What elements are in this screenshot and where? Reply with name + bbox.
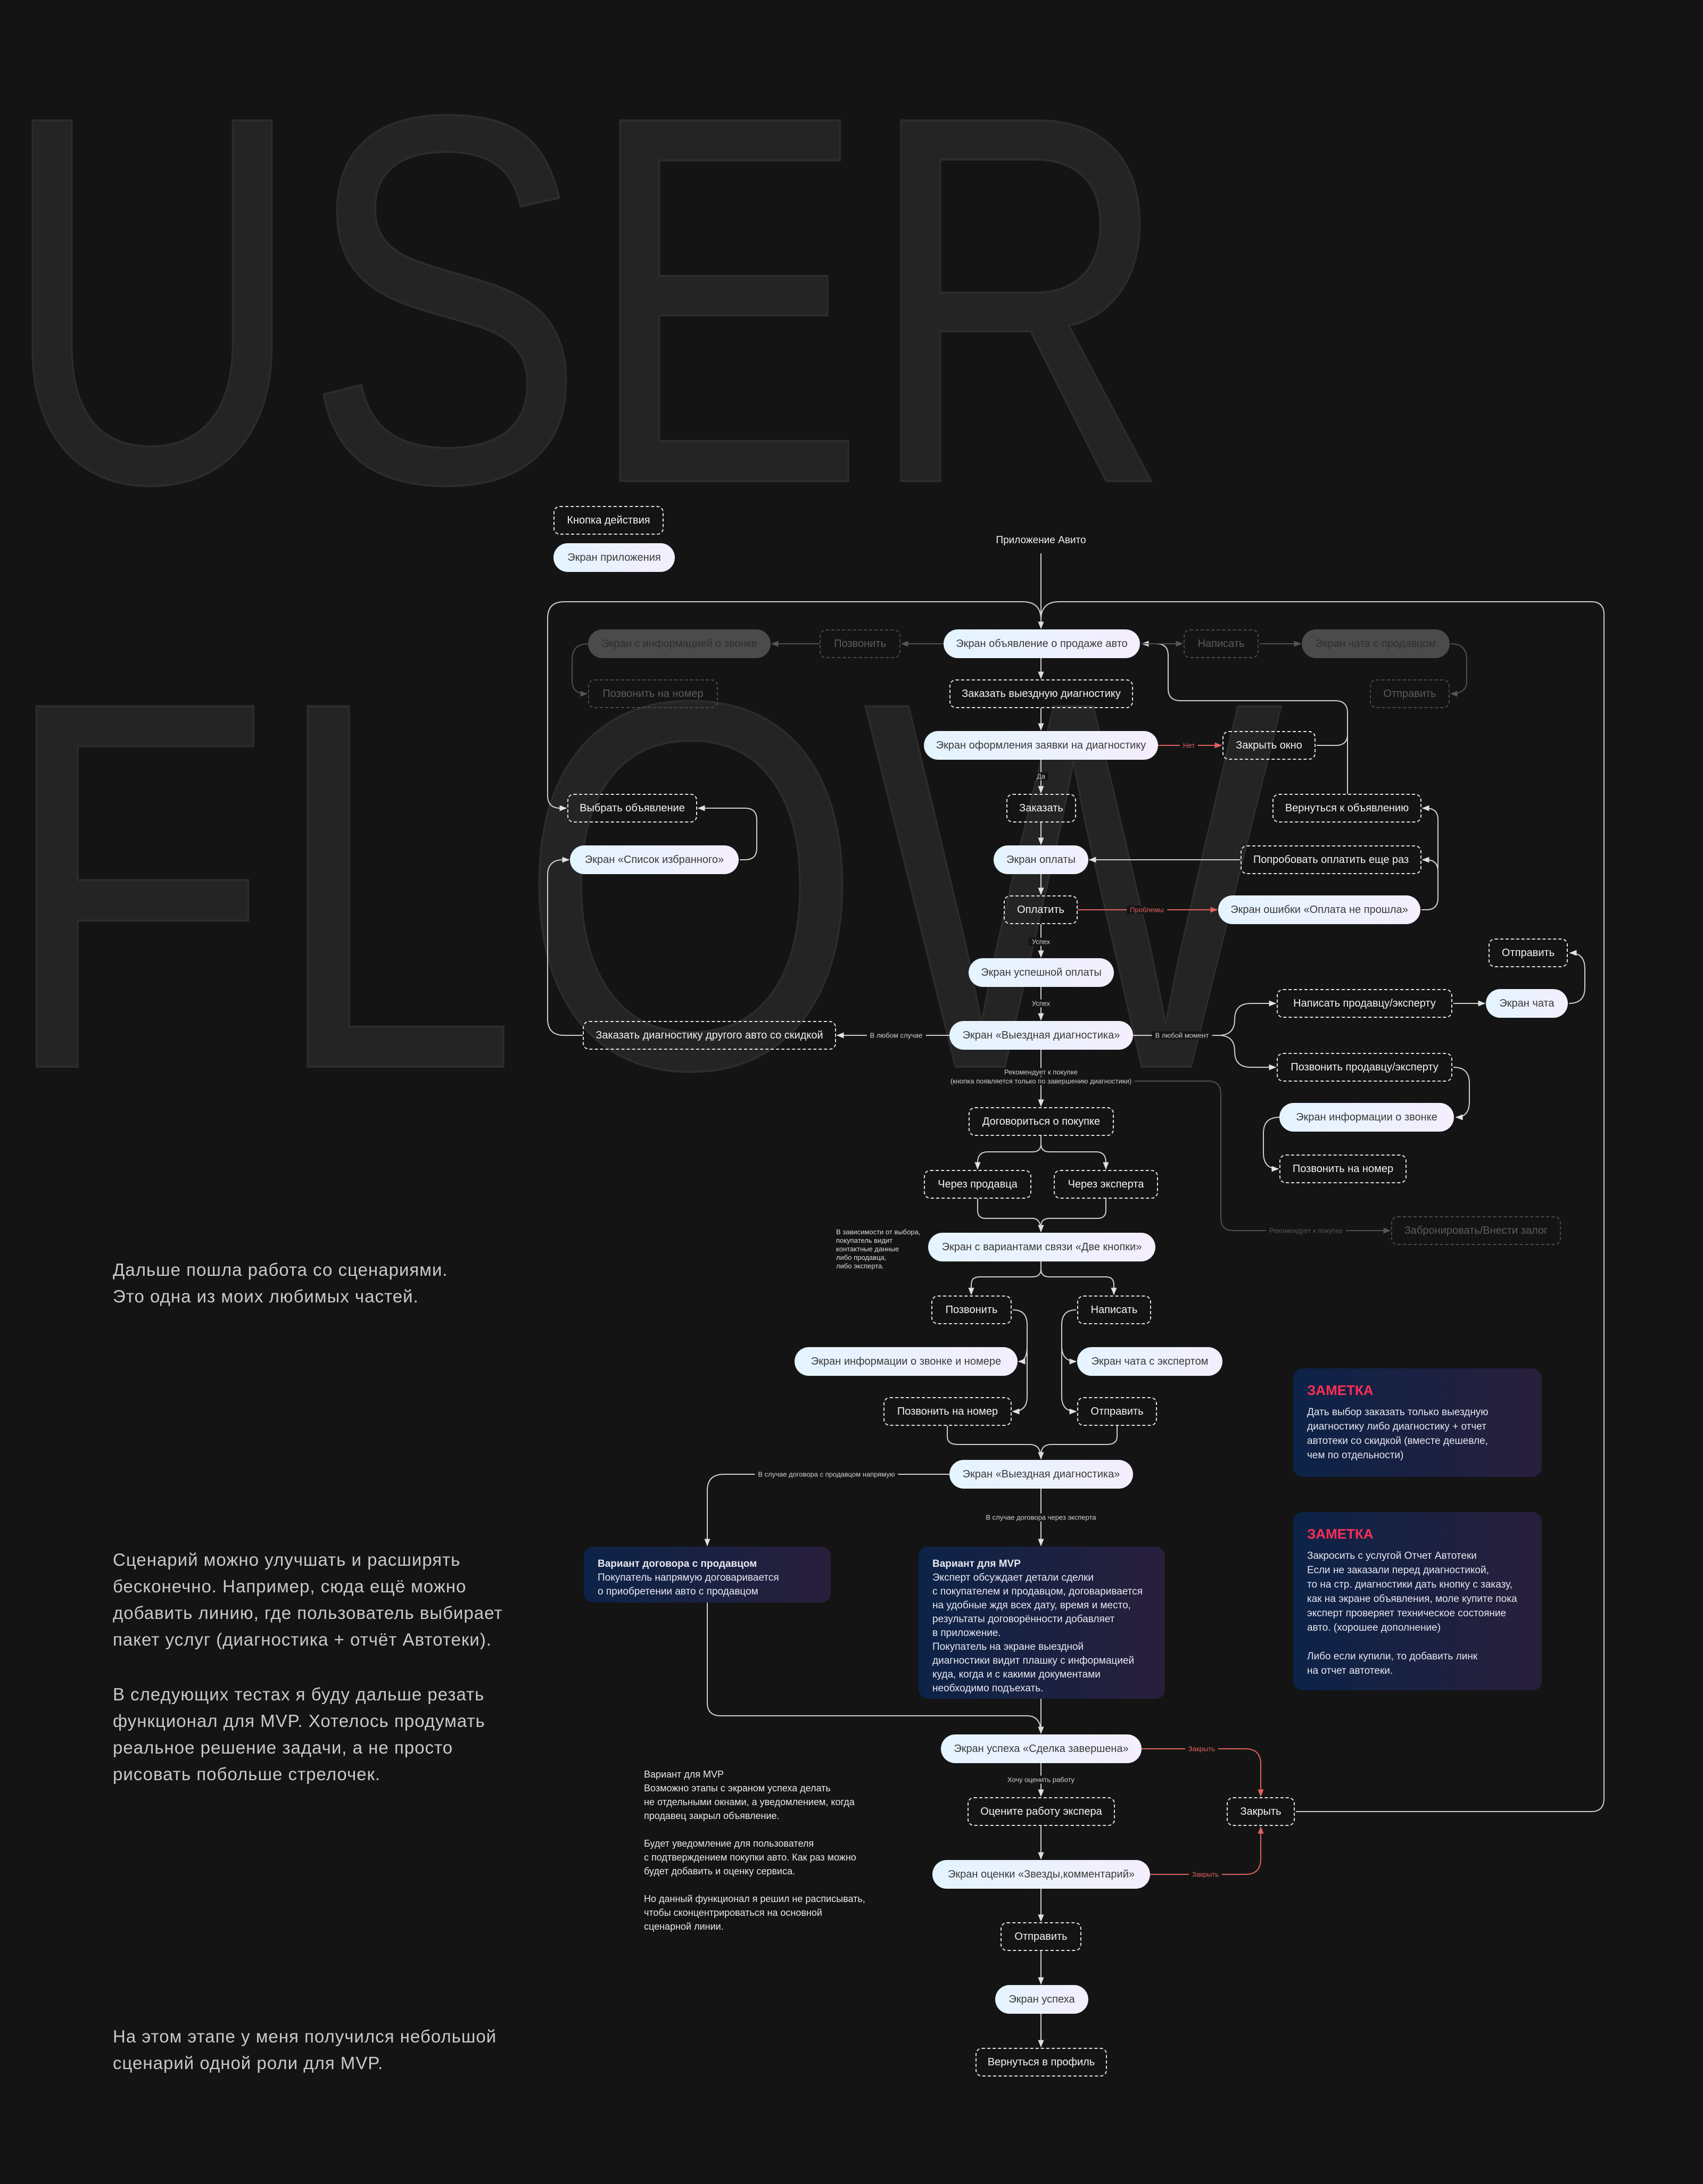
node-request-screen[interactable]: Экран оформления заявки на диагностику (924, 731, 1158, 760)
edge-label-any-case: В любом случае (866, 1031, 926, 1040)
node-write-faded[interactable]: Написать (1184, 629, 1259, 658)
node-pay-error[interactable]: Экран ошибки «Оплата не прошла» (1218, 895, 1420, 924)
node-call-number-2[interactable]: Позвонить на номер (1279, 1155, 1407, 1183)
edge-label-recommends-note: (кнопка появляется только по завершению … (947, 1077, 1135, 1085)
side-note-contacts: В зависимости от выбора, покупатель види… (836, 1228, 921, 1270)
legend-app-screen: Экран приложения (553, 543, 675, 572)
variant-seller-body: Покупатель напрямую договаривается о при… (598, 1572, 779, 1597)
node-call-info-screen[interactable]: Экран информации о звонке (1279, 1103, 1454, 1132)
edge-label-want-rate: Хочу оценить работу (1004, 1775, 1078, 1784)
node-close-window[interactable]: Закрыть окно (1222, 731, 1316, 760)
edge-label-problems: Проблемы (1127, 906, 1167, 914)
variant-mvp-body: Эксперт обсуждает детали сделки с покупа… (932, 1572, 1143, 1694)
edge-label-close-a: Закрыть (1185, 1745, 1219, 1753)
edge-label-via-expert: В случае договора через эксперта (982, 1513, 1099, 1522)
node-call-number-faded[interactable]: Позвонить на номер (588, 679, 718, 708)
node-send-4[interactable]: Отправить (1001, 1922, 1081, 1951)
node-write-3[interactable]: Написать (1077, 1296, 1151, 1324)
node-send-chat[interactable]: Отправить (1489, 939, 1568, 967)
node-call-info-gray[interactable]: Экран с информацией о звонке (588, 629, 771, 658)
edge-label-success-2: Успех (1028, 999, 1054, 1008)
node-expert-chat[interactable]: Экран чата с экспертом (1077, 1347, 1222, 1376)
node-close-2[interactable]: Закрыть (1227, 1797, 1295, 1826)
edge-label-close-b: Закрыть (1188, 1870, 1222, 1879)
variant-seller-title: Вариант договора с продавцом (598, 1558, 757, 1570)
node-order-diagnostics[interactable]: Заказать выездную диагностику (949, 679, 1133, 708)
mvp-note-text: Вариант для MVP Возможно этапы с экраном… (644, 1769, 865, 1932)
side-text-3: В следующих тестах я буду дальше резать … (113, 1684, 485, 1784)
variant-seller-box: Вариант договора с продавцом Покупатель … (584, 1547, 831, 1602)
node-seller-chat-gray[interactable]: Экран чата с продавцом (1302, 629, 1450, 658)
edge-label-no: Нет (1179, 741, 1198, 750)
node-via-seller[interactable]: Через продавца (924, 1170, 1031, 1199)
side-text-1: Дальше пошла работа со сценариями. Это о… (113, 1260, 448, 1306)
node-call-seller-expert[interactable]: Позвонить продавцу/эксперту (1277, 1053, 1452, 1082)
edge-label-recommends: Рекомендует к покупке (1001, 1068, 1081, 1076)
node-send-faded[interactable]: Отправить (1370, 679, 1450, 708)
node-choose-ad[interactable]: Выбрать объявление (567, 794, 697, 823)
node-pay-success[interactable]: Экран успешной оплаты (969, 958, 1114, 987)
note-card-2: ЗАМЕТКА Закросить с услугой Отчет Автоте… (1293, 1512, 1542, 1690)
node-call-number-3[interactable]: Позвонить на номер (883, 1397, 1012, 1426)
node-back-to-ad[interactable]: Вернуться к объявлению (1272, 794, 1421, 823)
edge-label-direct-seller: В случае договора с продавцом напрямую (755, 1470, 898, 1479)
legend-action-button: Кнопка действия (553, 506, 664, 535)
node-chat-screen[interactable]: Экран чата (1486, 989, 1568, 1018)
note-title: ЗАМЕТКА (1307, 1526, 1374, 1542)
edge-label-success-1: Успех (1028, 937, 1054, 946)
node-call-info-number[interactable]: Экран информации о звонке и номере (795, 1347, 1018, 1376)
node-onsite-diagnostics[interactable]: Экран «Выездная диагностика» (949, 1021, 1133, 1050)
node-rate-expert[interactable]: Оцените работу экспера (968, 1797, 1115, 1826)
variant-mvp-box: Вариант для MVP Эксперт обсуждает детали… (919, 1547, 1165, 1699)
node-order-other[interactable]: Заказать диагностику другого авто со ски… (583, 1021, 836, 1050)
node-payment-screen[interactable]: Экран оплаты (994, 845, 1088, 874)
note-card-1: ЗАМЕТКА Дать выбор заказать только выезд… (1293, 1368, 1542, 1477)
node-retry-pay[interactable]: Попробовать оплатить еще раз (1241, 845, 1421, 874)
node-call-3[interactable]: Позвонить (931, 1296, 1012, 1324)
edge-label-any-moment: В любой момент (1152, 1031, 1212, 1040)
node-call-faded[interactable]: Позвонить (820, 629, 900, 658)
node-success[interactable]: Экран успеха (995, 1985, 1088, 2014)
node-via-expert[interactable]: Через эксперта (1054, 1170, 1158, 1199)
side-text-2: Сценарий можно улучшать и расширять беск… (113, 1550, 503, 1649)
hero-word-user: USER (0, 6, 1171, 592)
node-order[interactable]: Заказать (1006, 794, 1076, 823)
note-title: ЗАМЕТКА (1307, 1382, 1374, 1398)
variant-mvp-title: Вариант для MVP (932, 1558, 1021, 1570)
node-write-seller-expert[interactable]: Написать продавцу/эксперту (1277, 989, 1452, 1018)
edge-label-recommends-faded: Рекомендует к покупке (1266, 1226, 1346, 1235)
node-two-buttons[interactable]: Экран с вариантами связи «Две кнопки» (928, 1233, 1155, 1261)
node-deal-done[interactable]: Экран успеха «Сделка завершена» (941, 1734, 1142, 1763)
node-reserve-faded[interactable]: Забронировать/Внести залог (1391, 1216, 1561, 1245)
side-text-4: На этом этапе у меня получился небольшой… (113, 2027, 497, 2073)
node-favorites[interactable]: Экран «Список избранного» (570, 845, 739, 874)
node-ad-screen[interactable]: Экран объявление о продаже авто (944, 629, 1140, 658)
edge-label-yes: Да (1033, 772, 1049, 780)
node-send-3[interactable]: Отправить (1077, 1397, 1157, 1426)
node-agree-purchase[interactable]: Договориться о покупке (969, 1107, 1114, 1136)
node-rating-screen[interactable]: Экран оценки «Звезды,комментарий» (932, 1860, 1150, 1889)
node-pay[interactable]: Оплатить (1004, 895, 1078, 924)
app-title: Приложение Авито (996, 535, 1086, 546)
node-onsite-diagnostics-2[interactable]: Экран «Выездная диагностика» (949, 1460, 1133, 1489)
note-body: Дать выбор заказать только выездную диаг… (1307, 1407, 1489, 1461)
node-back-profile[interactable]: Вернуться в профиль (975, 2048, 1107, 2077)
note-body: Закросить с услугой Отчет Автотеки Если … (1307, 1550, 1517, 1676)
